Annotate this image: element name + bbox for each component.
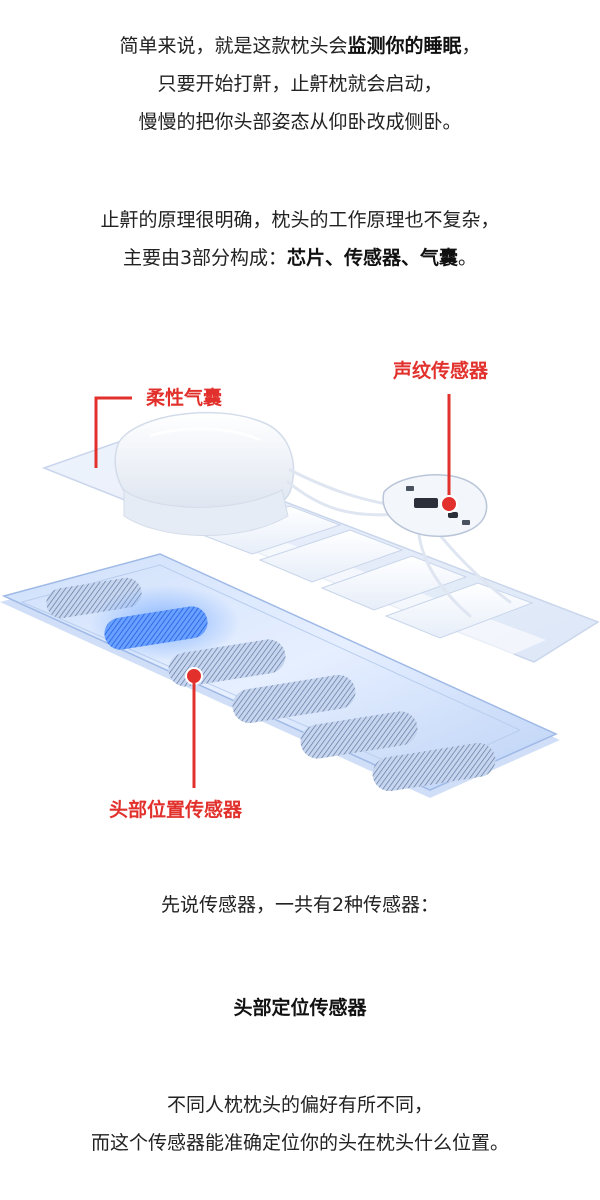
principle-line-1: 止鼾的原理很明确，枕头的工作原理也不复杂，	[100, 209, 500, 231]
head-position-sensor-panel	[0, 553, 560, 798]
head-sensor-desc-line-2: 而这个传感器能准确定位你的头在枕头什么位置。	[90, 1132, 509, 1154]
principle-line-2-bold: 芯片、传感器、气囊	[287, 247, 459, 269]
head-sensor-desc-line-1: 不同人枕枕头的偏好有所不同，	[166, 1094, 433, 1116]
principle-line-2: 主要由3部分构成：芯片、传感器、气囊。	[0, 239, 600, 277]
intro-line-1-text: 简单来说，就是这款枕头会	[119, 35, 348, 57]
label-flexible-airbag: 柔性气囊	[146, 387, 223, 409]
head-sensor-title: 头部定位传感器	[233, 997, 367, 1019]
sensors-intro: 先说传感器，一共有2种传感器：	[160, 894, 440, 916]
label-head-position-sensor: 头部位置传感器	[109, 799, 243, 821]
intro-paragraph: 简单来说，就是这款枕头会监测你的睡眠， 只要开始打鼾，止鼾枕就会启动， 慢慢的把…	[0, 27, 600, 141]
intro-line-1-bold: 监测你的睡眠	[347, 35, 462, 57]
head-sensor-description: 不同人枕枕头的偏好有所不同， 而这个传感器能准确定位你的头在枕头什么位置。	[0, 1086, 600, 1162]
intro-line-1: 简单来说，就是这款枕头会监测你的睡眠，	[0, 27, 600, 65]
label-voice-sensor: 声纹传感器	[393, 360, 489, 382]
intro-line-3: 慢慢的把你头部姿态从仰卧改成侧卧。	[138, 111, 462, 133]
principle-line-2-text: 主要由3部分构成：	[122, 247, 288, 269]
intro-line-1-end: ，	[461, 35, 481, 57]
pillow-structure-illustration	[0, 394, 600, 798]
voice-sensor-device	[382, 474, 488, 538]
flexible-airbag	[114, 411, 295, 536]
principle-line-2-end: 。	[458, 247, 478, 269]
callout-markers	[94, 394, 458, 788]
principle-paragraph: 止鼾的原理很明确，枕头的工作原理也不复杂， 主要由3部分构成：芯片、传感器、气囊…	[0, 201, 600, 277]
intro-line-2: 只要开始打鼾，止鼾枕就会启动，	[157, 73, 443, 95]
